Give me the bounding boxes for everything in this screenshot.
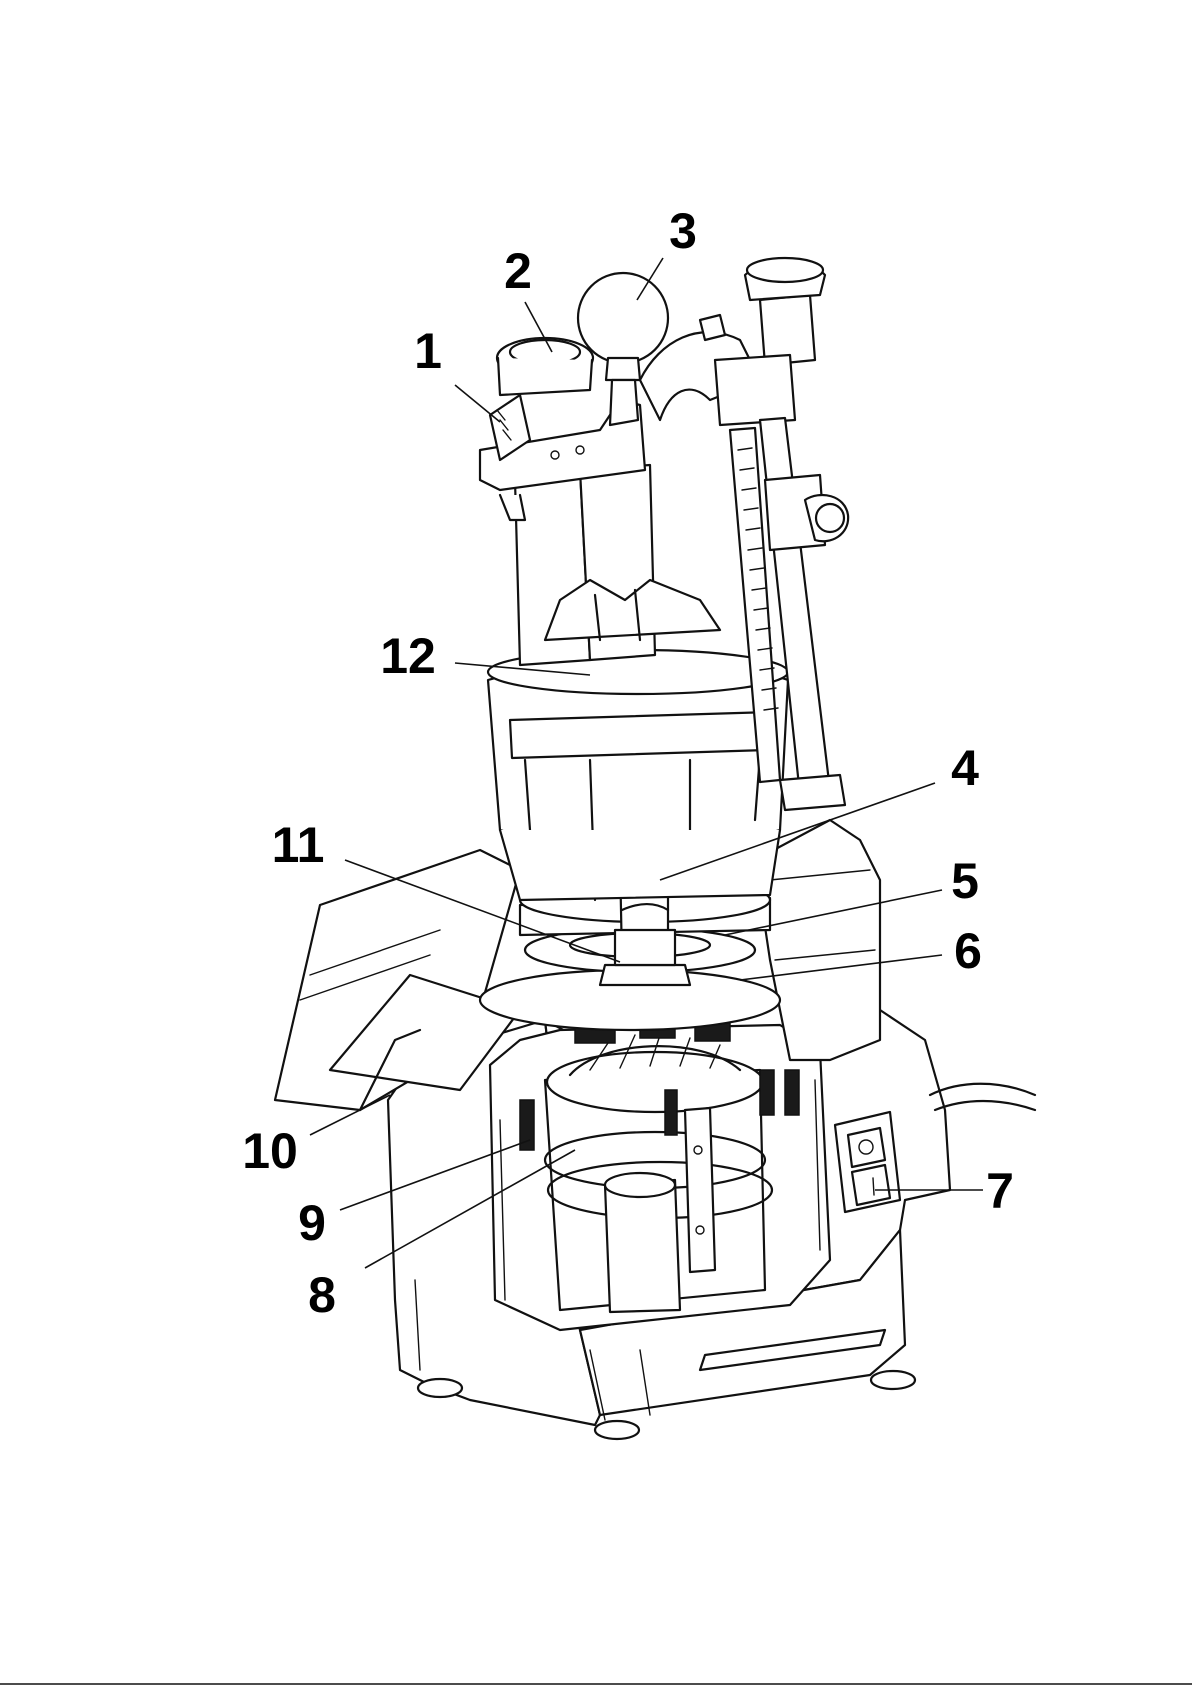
callout-2: 2 — [504, 243, 532, 299]
container-bowl — [488, 650, 788, 900]
callout-6: 6 — [954, 923, 982, 979]
callout-9: 9 — [298, 1195, 326, 1251]
motor-cutaway — [490, 1012, 830, 1330]
callout-11: 11 — [272, 817, 325, 873]
power-switch — [835, 1112, 900, 1212]
callout-3: 3 — [669, 203, 697, 259]
callout-8: 8 — [308, 1267, 336, 1323]
callout-7: 7 — [986, 1163, 1014, 1219]
feed-tube — [515, 465, 720, 665]
callout-10: 10 — [242, 1123, 298, 1179]
callout-4: 4 — [951, 740, 979, 796]
callout-1: 1 — [414, 323, 442, 379]
callout-12: 12 — [380, 628, 436, 684]
leader-1 — [455, 385, 500, 422]
callout-5: 5 — [951, 853, 979, 909]
